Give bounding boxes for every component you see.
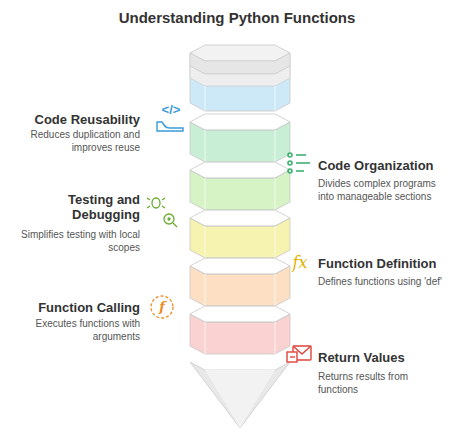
icon-glyph: </> — [156, 103, 186, 117]
item-heading: Code Reusability — [8, 112, 140, 127]
green-layer — [190, 114, 290, 162]
icon-glyph: f — [152, 300, 172, 314]
item-description: Divides complex programs into manageable… — [318, 177, 448, 203]
item-description: Simplifies testing with local scopes — [12, 228, 140, 254]
item-heading: Function Calling — [8, 300, 140, 315]
reusability-icon — [157, 122, 183, 131]
icon-glyph: fx — [286, 256, 314, 270]
yellow-layer — [190, 210, 290, 258]
item-description: Reduces duplication and improves reuse — [12, 128, 140, 154]
return-mail-icon — [287, 346, 311, 362]
item-heading: Function Definition — [318, 256, 468, 271]
item-heading: Code Organization — [318, 158, 468, 173]
item-description: Returns results from functions — [318, 370, 448, 396]
red-layer — [190, 306, 290, 354]
item-heading: Return Values — [318, 350, 468, 365]
organization-icon — [288, 153, 310, 173]
bug-search-icon — [147, 198, 177, 227]
diagram-title: Understanding Python Functions — [0, 9, 474, 26]
item-heading: Testing and Debugging — [8, 192, 140, 222]
cone-tip — [190, 362, 290, 428]
item-description: Executes functions with arguments — [12, 317, 140, 343]
orange-layer — [190, 258, 290, 306]
calling-gear-icon — [151, 296, 173, 318]
light-green-layer — [190, 162, 290, 210]
item-description: Defines functions using 'def' — [318, 275, 448, 288]
blue-layer — [190, 45, 290, 111]
